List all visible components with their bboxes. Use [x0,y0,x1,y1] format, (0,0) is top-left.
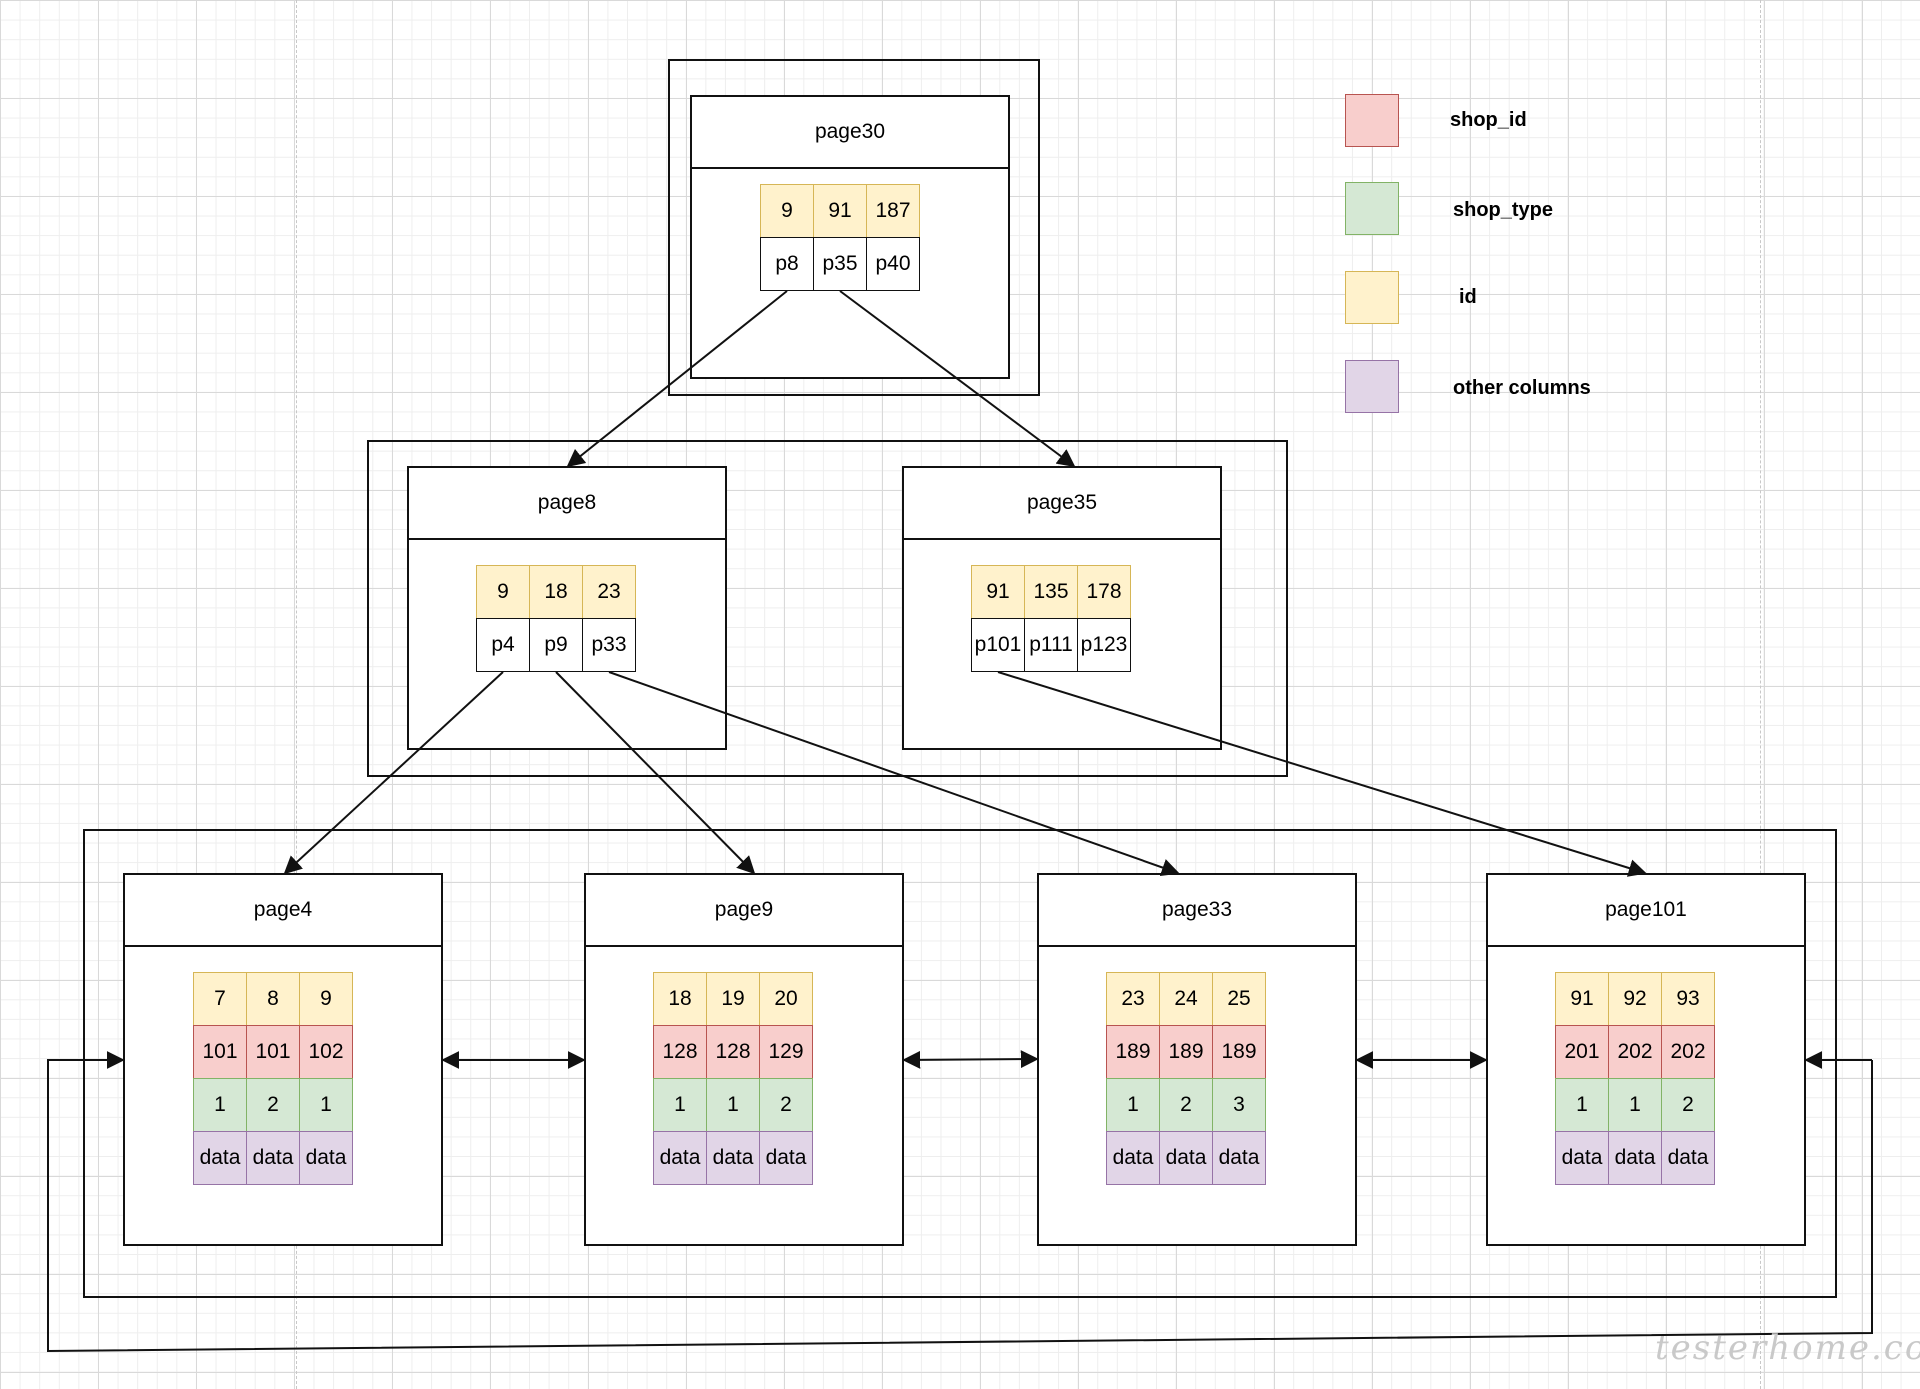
shop-id-cell: 202 [1661,1025,1715,1079]
leaf-level-frame [83,829,1837,1298]
other-columns-cell: data [653,1131,707,1185]
id-key-cell: 8 [246,972,300,1026]
pointer-arrow [283,671,504,875]
page-title: page35 [904,468,1220,540]
wraparound-link-arrow [47,1051,1873,1353]
shop-type-cell: 2 [246,1078,300,1132]
legend-label-other-columns: other columns [1453,377,1591,399]
id-key-cell: 92 [1608,972,1662,1026]
shop-type-cell: 2 [759,1078,813,1132]
shop-id-cell: 189 [1159,1025,1213,1079]
other-columns-cell: data [246,1131,300,1185]
legend-label-shop-id: shop_id [1450,109,1527,131]
shop-id-cell: 128 [653,1025,707,1079]
page-pointer-cell: p8 [760,237,814,291]
guide-line-right [1760,0,1761,1389]
page-pointer-cell: p40 [866,237,920,291]
other-columns-cell: data [759,1131,813,1185]
other-columns-cell: data [299,1131,353,1185]
page-title: page33 [1039,875,1355,947]
page-pointer-cell: p9 [529,618,583,672]
other-columns-cell: data [1661,1131,1715,1185]
page-title: page101 [1488,875,1804,947]
id-key-cell: 9 [476,565,530,619]
id-key-cell: 187 [866,184,920,238]
other-columns-cell: data [1555,1131,1609,1185]
page-title: page4 [125,875,441,947]
shop-type-cell: 1 [653,1078,707,1132]
page-pointer-cell: p33 [582,618,636,672]
pointer-arrow [839,290,1076,468]
id-key-cell: 93 [1661,972,1715,1026]
shop-type-cell: 2 [1661,1078,1715,1132]
pointer-arrow [555,671,756,875]
id-key-cell: 19 [706,972,760,1026]
page-title: page9 [586,875,902,947]
other-columns-cell: data [706,1131,760,1185]
shop-id-cell: 189 [1212,1025,1266,1079]
pointer-arrow [997,671,1647,877]
page-title: page30 [692,97,1008,169]
shop-type-cell: 1 [1106,1078,1160,1132]
other-columns-cell: data [1212,1131,1266,1185]
pointer-arrow [566,290,788,468]
page-pointer-cell: p101 [971,618,1025,672]
page-pointer-cell: p111 [1024,618,1078,672]
shop-id-cell: 129 [759,1025,813,1079]
guide-line-left [296,0,297,1389]
page-pointer-cell: p4 [476,618,530,672]
legend-label-shop-type: shop_type [1453,199,1554,221]
other-columns-cell: data [193,1131,247,1185]
id-key-cell: 91 [971,565,1025,619]
legend-label-id: id [1459,286,1477,308]
watermark: testerhome.com [1655,1328,1920,1368]
legend-swatch-id [1345,271,1399,324]
legend-swatch-shop-id [1345,94,1399,147]
shop-type-cell: 1 [1555,1078,1609,1132]
internal-level-frame [367,440,1288,777]
legend-swatch-other-columns [1345,360,1399,413]
id-key-cell: 9 [760,184,814,238]
id-key-cell: 25 [1212,972,1266,1026]
page-title: page8 [409,468,725,540]
id-key-cell: 23 [582,565,636,619]
page-pointer-cell: p35 [813,237,867,291]
other-columns-cell: data [1106,1131,1160,1185]
shop-type-cell: 1 [706,1078,760,1132]
id-key-cell: 91 [813,184,867,238]
id-key-cell: 9 [299,972,353,1026]
id-key-cell: 18 [529,565,583,619]
root-level-frame [668,59,1040,396]
sibling-link-arrow [902,1050,1039,1069]
page-pointer-cell: p123 [1077,618,1131,672]
pointer-arrow [608,671,1180,877]
id-key-cell: 18 [653,972,707,1026]
id-key-cell: 91 [1555,972,1609,1026]
shop-id-cell: 189 [1106,1025,1160,1079]
legend-swatch-shop-type [1345,182,1399,235]
shop-id-cell: 102 [299,1025,353,1079]
shop-id-cell: 101 [193,1025,247,1079]
